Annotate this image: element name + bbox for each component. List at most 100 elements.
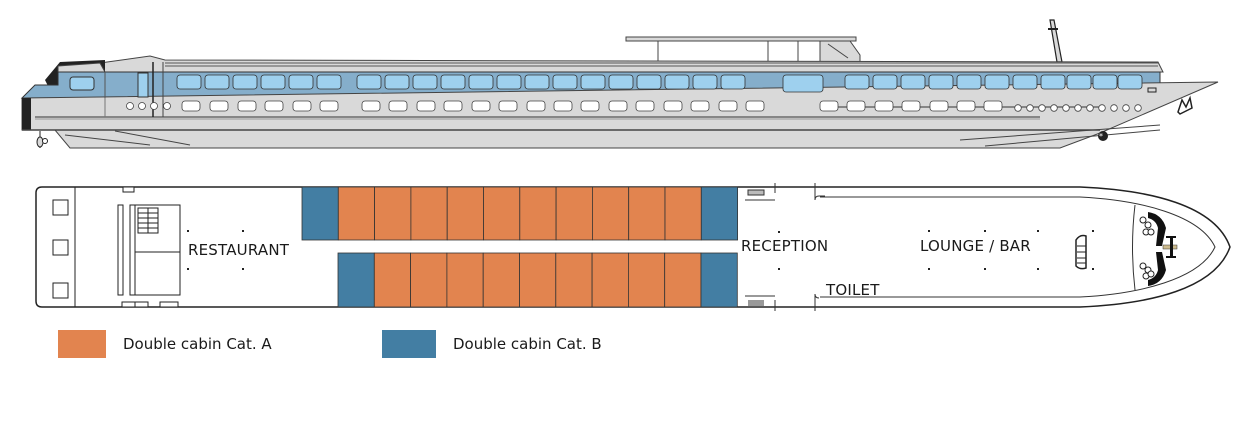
window (1040, 74, 1066, 90)
window (526, 100, 546, 112)
porthole-row (126, 102, 1142, 112)
window (846, 100, 866, 112)
cabin-cat-b (337, 252, 375, 308)
window (204, 74, 230, 90)
cabin-cat-a (555, 186, 593, 241)
window (984, 74, 1010, 90)
legend-swatch-cat-a (58, 330, 106, 358)
window (361, 100, 381, 112)
window (181, 100, 201, 112)
window (176, 74, 202, 90)
window (718, 100, 738, 112)
cabin-cat-a (337, 186, 375, 241)
window (900, 74, 926, 90)
window (580, 74, 606, 90)
cabin-cat-a (664, 252, 702, 308)
window (496, 74, 522, 90)
window (636, 74, 662, 90)
porthole (1074, 104, 1082, 112)
cabin-cat-b (700, 252, 738, 308)
reception-columns (778, 231, 780, 270)
room-label-lounge-bar: LOUNGE / BAR (920, 237, 1031, 255)
room-label-restaurant: RESTAURANT (188, 241, 290, 259)
window (901, 100, 921, 112)
window (319, 100, 339, 112)
cabin-row-starboard (337, 252, 738, 308)
window (956, 74, 982, 90)
cabin-cat-a (555, 252, 593, 308)
window (663, 100, 683, 112)
window (1066, 74, 1092, 90)
cabin-cat-a (592, 186, 630, 241)
porthole (1026, 104, 1034, 112)
window (929, 100, 949, 112)
legend-item-cat-a: Double cabin Cat. A (58, 330, 272, 358)
porthole (1014, 104, 1022, 112)
anchor-icon (1098, 131, 1108, 141)
reception-fixtures (745, 183, 825, 311)
porthole (1086, 104, 1094, 112)
window (237, 100, 257, 112)
svg-text:*: * (1099, 132, 1103, 141)
stern-storage (52, 199, 69, 216)
propeller-icon (36, 131, 48, 148)
porthole (138, 102, 146, 110)
window (844, 74, 870, 90)
window (264, 100, 284, 112)
window (1117, 74, 1143, 90)
legend-item-cat-b: Double cabin Cat. B (382, 330, 602, 358)
window (384, 74, 410, 90)
upper-window-row (69, 74, 1143, 93)
lounge-columns (928, 230, 1094, 270)
sun-deck-awning (625, 36, 861, 63)
window (412, 74, 438, 90)
window (819, 100, 839, 112)
legend-swatch-cat-b (382, 330, 436, 358)
cabin-cat-a (446, 252, 484, 308)
porthole (1098, 104, 1106, 112)
window (872, 74, 898, 90)
window (388, 100, 408, 112)
window (692, 74, 718, 90)
cabin-cat-a (410, 252, 448, 308)
window (232, 74, 258, 90)
window (524, 74, 550, 90)
window (260, 74, 286, 90)
window (608, 74, 634, 90)
cabin-cat-a (446, 186, 484, 241)
porthole (163, 102, 171, 110)
porthole (150, 102, 158, 110)
window (1092, 74, 1118, 90)
window (443, 100, 463, 112)
porthole (1134, 104, 1142, 112)
window (316, 74, 342, 90)
porthole (1062, 104, 1070, 112)
cabin-cat-b (301, 186, 339, 241)
legend-label-cat-a: Double cabin Cat. A (123, 335, 272, 353)
window (69, 76, 95, 91)
porthole (1110, 104, 1118, 112)
window (356, 74, 382, 90)
window (664, 74, 690, 90)
porthole (1122, 104, 1130, 112)
window (553, 100, 573, 112)
window (292, 100, 312, 112)
restaurant-columns (187, 230, 244, 270)
spiral-staircase-icon (1075, 234, 1087, 270)
window (928, 74, 954, 90)
window (956, 100, 976, 112)
cabin-cat-a (628, 252, 666, 308)
galley-block (117, 186, 181, 308)
cabin-cat-a (519, 186, 557, 241)
ship-side-profile: * (20, 19, 1219, 149)
window (874, 100, 894, 112)
porthole (1038, 104, 1046, 112)
window (288, 74, 314, 90)
cabin-cat-a (628, 186, 666, 241)
window (468, 74, 494, 90)
room-label-toilet: TOILET (826, 281, 880, 299)
window (416, 100, 436, 112)
cabin-cat-a (374, 186, 412, 241)
cabin-cat-a (410, 186, 448, 241)
